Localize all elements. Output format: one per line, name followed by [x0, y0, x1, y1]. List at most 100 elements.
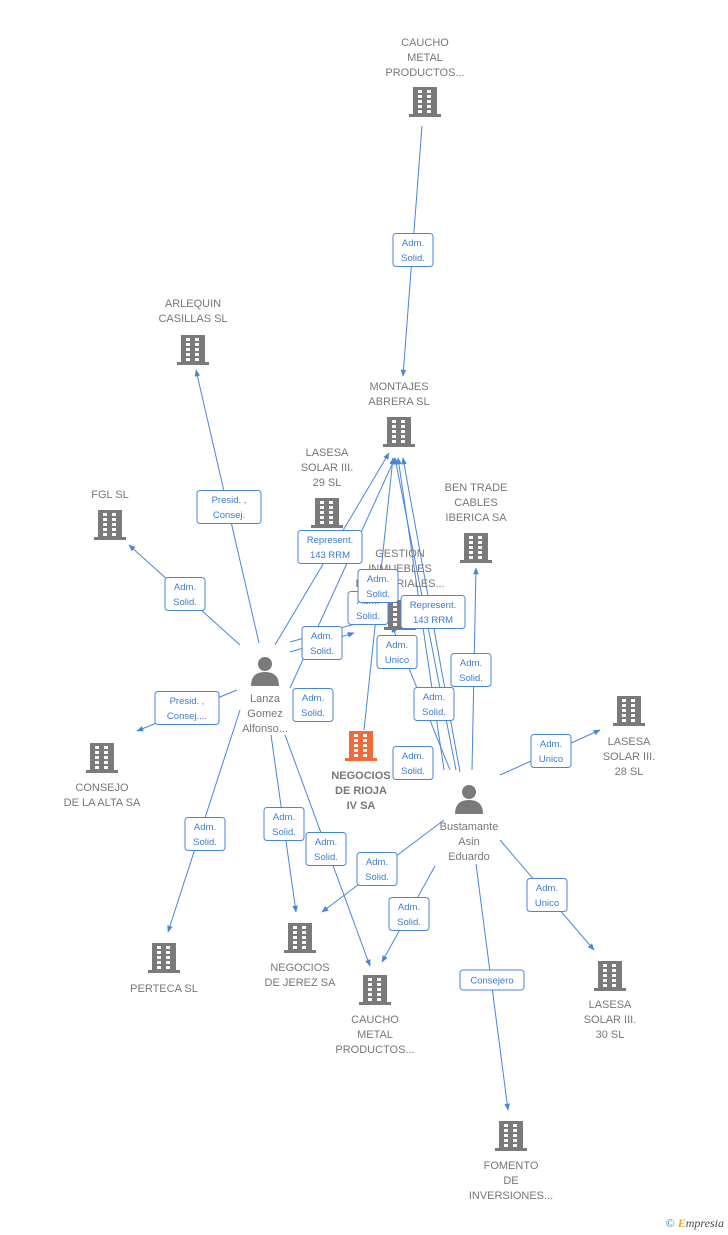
- node-label-line: LASESA: [608, 736, 651, 748]
- edge-label-box: [357, 569, 399, 603]
- edge-label-box: [530, 734, 572, 768]
- building-icon[interactable]: [86, 743, 118, 773]
- node-label-line: Gomez: [247, 708, 282, 720]
- edge-label-text: Adm.Solid.: [401, 238, 425, 264]
- edge-label-lanza-montajes[interactable]: Represent.143 RRM: [297, 530, 363, 564]
- edge-label-lanza-negocios_jerez[interactable]: Adm.Solid.: [263, 807, 305, 841]
- edge-label-caucho1-montajes[interactable]: Adm.Solid.: [392, 233, 434, 267]
- edge-label-line: Solid.: [173, 597, 197, 608]
- node-label-line: IBERICA SA: [445, 512, 507, 524]
- edge-label-bustamante-caucho2[interactable]: Adm.Solid.: [388, 897, 430, 931]
- person-icon[interactable]: [455, 785, 483, 814]
- edge-label-box: [388, 897, 430, 931]
- edge-label-lanza-consejo[interactable]: Presid. ,Consej....: [154, 691, 220, 725]
- edge-label-line: Solid.: [310, 646, 334, 657]
- edge-label-box: [297, 530, 363, 564]
- node-label-line: 29 SL: [313, 477, 342, 489]
- node-label-line: NEGOCIOS: [270, 962, 329, 974]
- building-icon[interactable]: [383, 417, 415, 447]
- edge-label-lanza-fgl[interactable]: Adm.Solid.: [164, 577, 206, 611]
- node-label-line: Lanza: [250, 693, 281, 705]
- node-label-line: GESTION: [375, 548, 425, 560]
- brand-logo-text: mpresia: [685, 1216, 724, 1230]
- building-icon[interactable]: [311, 498, 343, 528]
- edge-label-line: Adm.: [366, 857, 388, 868]
- building-icon[interactable]: [94, 510, 126, 540]
- edge-label-bustamante-lasesa28[interactable]: Adm.Unico: [530, 734, 572, 768]
- edge-label-bustamante-negocios_jerez[interactable]: Adm. Solid.: [356, 852, 398, 886]
- edge-label-text: Adm.Unico: [535, 883, 559, 909]
- edge-label-line: Solid.: [401, 766, 425, 777]
- edge-label-line: Adm.: [315, 837, 337, 848]
- person-icon[interactable]: [251, 657, 279, 686]
- edge-label-line: Solid.: [193, 837, 217, 848]
- edge-label-lanza-caucho2[interactable]: Adm. Solid.: [305, 832, 347, 866]
- building-icon[interactable]: [345, 731, 377, 761]
- node-label-montajes[interactable]: MONTAJES ABRERA SL: [368, 381, 429, 408]
- edge-label-line: Adm.: [540, 739, 562, 750]
- edge-labels-layer: Adm. Solid. Presid. ,Consej. Adm. Solid. Repr…: [154, 233, 572, 991]
- edge-label-line: Solid.: [459, 673, 483, 684]
- node-label-line: NEGOCIOS: [331, 770, 390, 782]
- node-label-fgl[interactable]: FGL SL: [91, 489, 129, 501]
- node-label-consejo[interactable]: CONSEJO DE LA ALTA SA: [64, 782, 141, 809]
- node-label-line: DE LA ALTA SA: [64, 797, 141, 809]
- edge-label-box: [292, 688, 334, 722]
- edge-label-negocios_rioja-montajes[interactable]: Adm.Solid.: [392, 746, 434, 780]
- building-icon[interactable]: [409, 87, 441, 117]
- brand-logo-initial: E: [677, 1216, 686, 1230]
- node-label-line: IV SA: [347, 800, 376, 812]
- building-icon[interactable]: [594, 961, 626, 991]
- edge-label-text: Adm.Unico: [385, 640, 409, 666]
- edge-label-line: Adm.: [402, 238, 424, 249]
- building-icon[interactable]: [613, 696, 645, 726]
- edge-label-lanza-montajes[interactable]: Adm.Solid.: [292, 688, 334, 722]
- edge-label-lanza-arlequin[interactable]: Presid. ,Consej.: [196, 490, 262, 524]
- building-icon[interactable]: [359, 975, 391, 1005]
- edge-label-line: Solid.: [314, 852, 338, 863]
- node-label-line: CONSEJO: [75, 782, 129, 794]
- edge-label-bustamante-montajes[interactable]: Adm.Solid.: [413, 687, 455, 721]
- node-label-line: METAL: [357, 1029, 393, 1041]
- edge-label-line: Solid.: [365, 872, 389, 883]
- edge-label-line: Consejero: [470, 976, 513, 987]
- edge-label-lanza-gestion[interactable]: Adm.Solid.: [301, 626, 343, 660]
- node-label-perteca[interactable]: PERTECA SL: [130, 983, 198, 995]
- node-label-line: Asin: [458, 836, 479, 848]
- node-label-line: MONTAJES: [369, 381, 428, 393]
- edge-label-bustamante-montajes[interactable]: Adm.Unico: [376, 635, 418, 669]
- edge-label-text: Adm.Solid.: [397, 902, 421, 928]
- building-icon[interactable]: [460, 533, 492, 563]
- edge-label-bustamante-lasesa30[interactable]: Adm.Unico: [526, 878, 568, 912]
- edge-label-line: Solid.: [301, 708, 325, 719]
- node-label-line: ABRERA SL: [368, 396, 429, 408]
- empresia-credit[interactable]: © Empresia: [666, 1216, 724, 1231]
- edge-label-bustamante-montajes[interactable]: Adm.Solid.: [357, 569, 399, 603]
- edge-label-box: [450, 653, 492, 687]
- edge-label-bustamante-bentrade[interactable]: Adm.Solid.: [450, 653, 492, 687]
- building-icon[interactable]: [284, 923, 316, 953]
- building-icon[interactable]: [495, 1121, 527, 1151]
- node-label-line: CAUCHO: [351, 1014, 399, 1026]
- edge-label-line: Unico: [385, 655, 409, 666]
- edge-label-line: Adm.: [273, 812, 295, 823]
- edge-label-bustamante-gestion[interactable]: Represent.143 RRM: [400, 595, 466, 629]
- building-icon[interactable]: [148, 943, 180, 973]
- node-label-line: CASILLAS SL: [158, 313, 227, 325]
- edge-label-box: [392, 233, 434, 267]
- edge-label-bustamante-fomento[interactable]: Consejero: [459, 969, 525, 991]
- building-icon[interactable]: [177, 335, 209, 365]
- edge-label-lanza-perteca[interactable]: Adm.Solid.: [184, 817, 226, 851]
